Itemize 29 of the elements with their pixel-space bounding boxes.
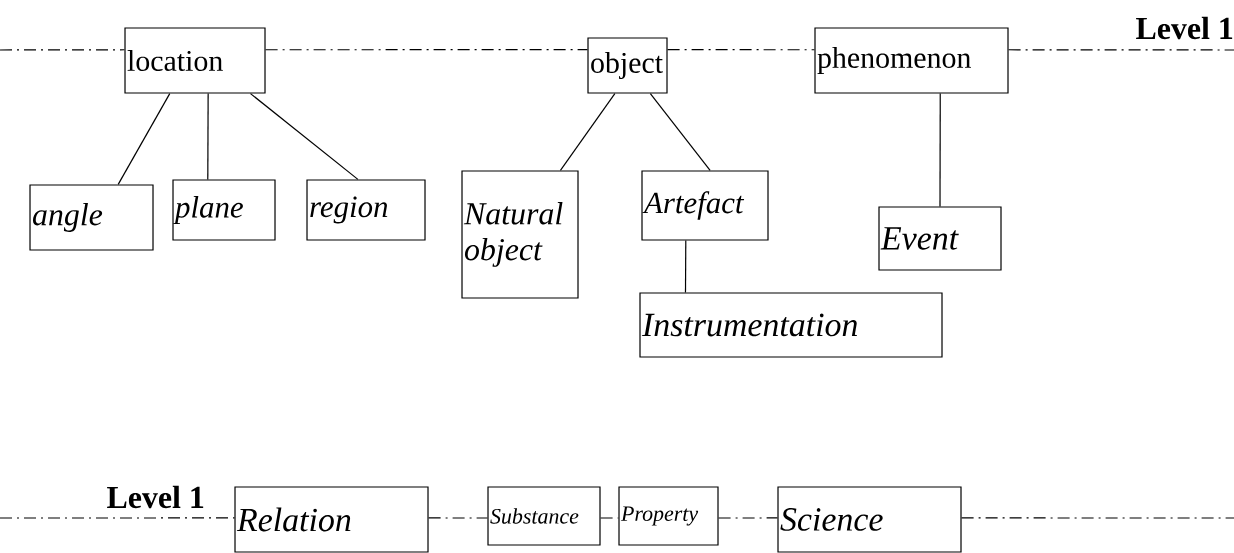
category-box: Science <box>777 486 962 553</box>
level-line <box>265 49 588 51</box>
level-line <box>667 49 815 51</box>
category-box: location <box>124 27 266 94</box>
connector-line <box>684 240 687 293</box>
level-label: Level 1 <box>107 485 204 509</box>
connector-line <box>559 93 616 171</box>
level-line <box>1008 49 1234 51</box>
level-line <box>0 49 125 51</box>
connector-line <box>207 93 209 180</box>
level-line <box>0 517 235 519</box>
subcategory-box: Event <box>878 206 1002 271</box>
level-line <box>961 517 1234 519</box>
connector-line <box>117 93 171 185</box>
level-line <box>718 517 778 519</box>
subcategory-box: Natural object <box>461 170 579 299</box>
subcategory-box: Instrumentation <box>639 292 943 358</box>
category-box: Property <box>618 486 719 546</box>
level-line <box>428 517 488 519</box>
category-box: Substance <box>487 486 601 546</box>
category-box: phenomenon <box>814 27 1009 94</box>
connector-line <box>649 93 711 171</box>
connector-line <box>249 93 359 180</box>
category-box: Relation <box>234 486 429 553</box>
level-label: Level 1 <box>1136 16 1233 40</box>
subcategory-box: region <box>306 179 426 241</box>
category-box: object <box>587 37 668 94</box>
subcategory-box: angle <box>29 184 154 251</box>
connector-line <box>939 93 941 207</box>
